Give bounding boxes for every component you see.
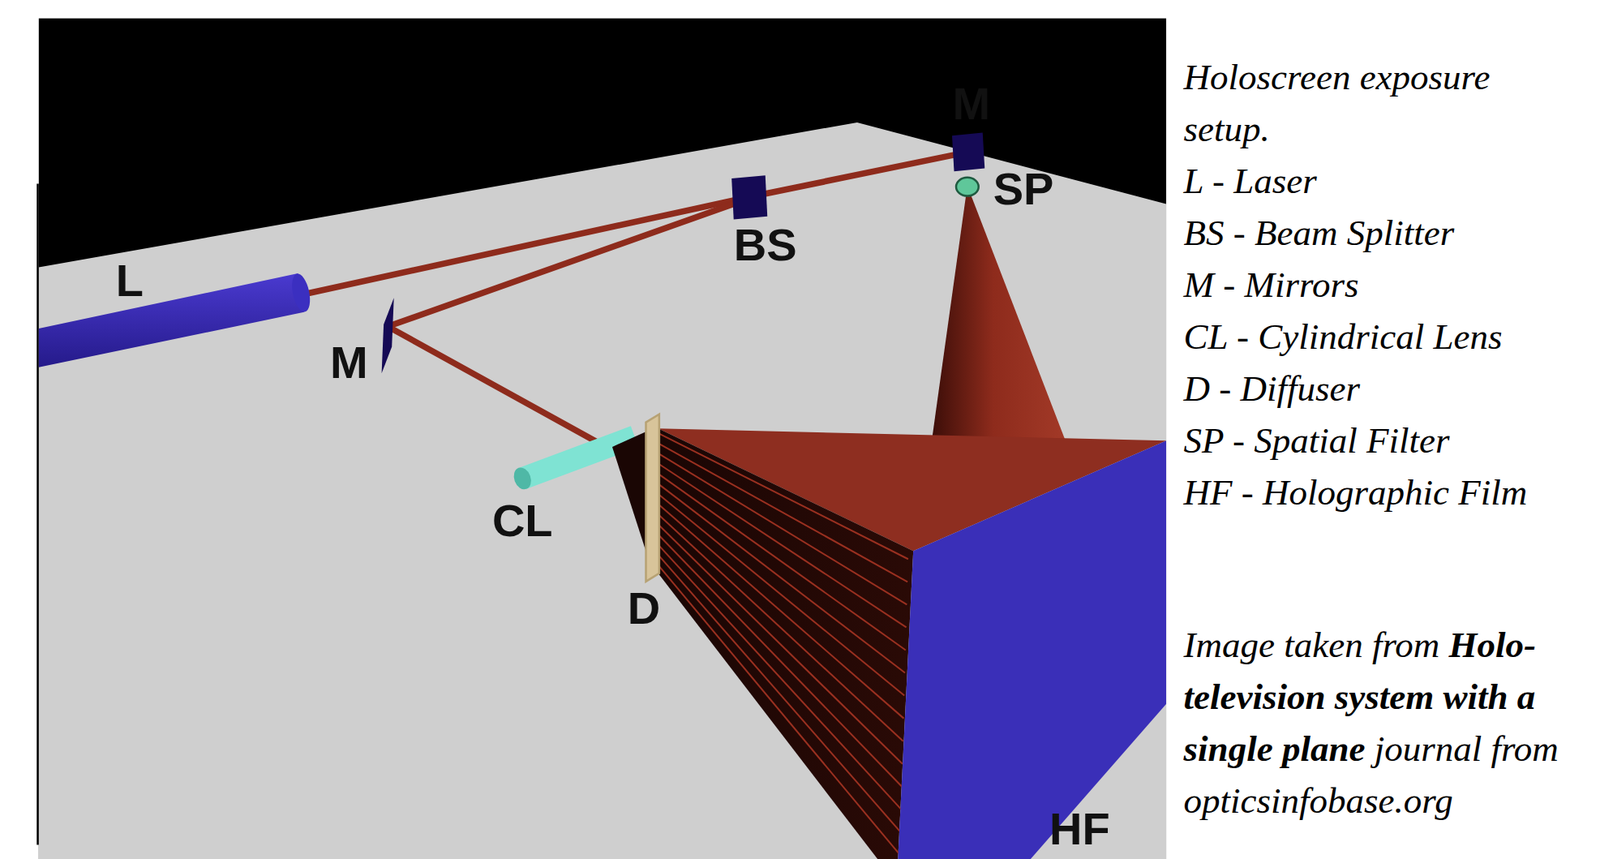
caption-ground [1166,0,1600,859]
part-label: M [330,339,369,386]
ray [659,505,905,719]
key-line: SP - Spatial Filter [1183,414,1450,467]
credit-text: Image taken from [1183,624,1441,665]
ray [659,433,909,560]
reference-beam [930,185,1070,451]
background [38,18,1167,859]
edge-line [36,183,39,845]
laser-beams [300,153,964,446]
ray [659,454,907,605]
diffuser [645,414,659,582]
key-line: CL - Cylindrical Lens [1183,310,1503,363]
part-label: D [627,585,661,631]
ray [659,525,903,764]
part-label: HF [1049,806,1111,852]
ray [659,535,902,786]
optical-table [38,122,1167,859]
ray [659,494,905,696]
key-line: BS - Beam Splitter [1183,206,1455,259]
cylindrical-lens [510,436,635,492]
part-label: M [952,81,991,127]
part-label: CL [492,497,554,544]
ray [659,514,904,742]
caption: Holoscreen exposure setup. [1183,51,1566,155]
diffused-rays [659,433,909,855]
key-line: D - Diffuser [1183,362,1361,415]
laser [38,271,314,367]
part-label: SP [993,166,1055,212]
ray [659,484,906,673]
ray [659,555,901,832]
holographic-film [897,440,1167,859]
ray [659,566,901,855]
part-label: BS [733,222,798,268]
credit-note: Image taken fromHolo-television system w… [1183,618,1594,827]
key-line: L - Laser [1183,154,1317,207]
part-label: L [115,257,144,304]
object-beam-side [658,428,914,859]
key-line: M - Mirrors [1183,258,1360,311]
ray [659,463,907,627]
mirror [952,132,985,172]
key-line: HF - Holographic Film [1183,466,1528,519]
beam-splitter [731,175,768,219]
spatial-filter [956,177,979,197]
ray [659,545,902,810]
mirror [381,297,395,374]
